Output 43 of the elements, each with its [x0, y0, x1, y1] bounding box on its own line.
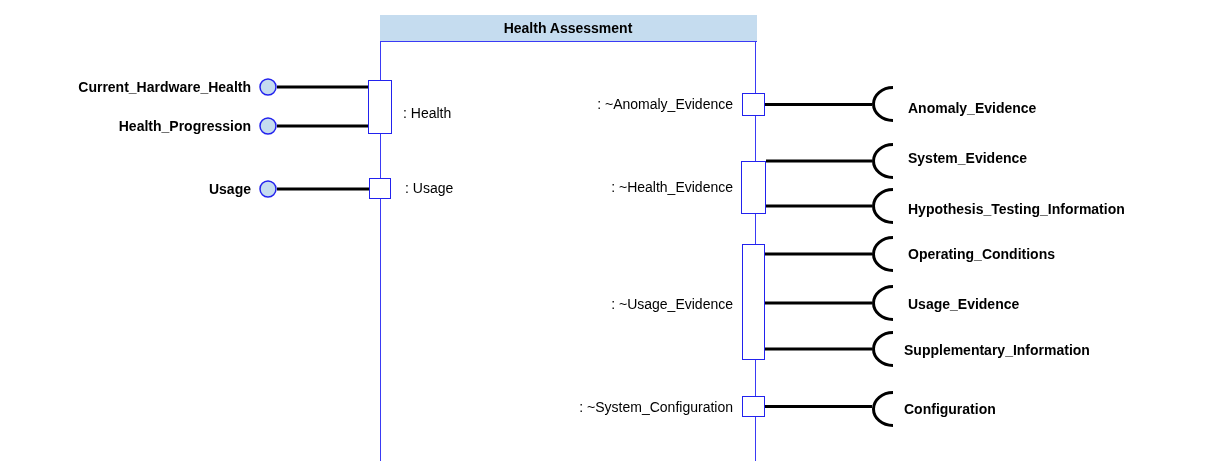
required-interface-socket [872, 331, 894, 367]
port-label: : Usage [405, 179, 454, 197]
port-box [369, 178, 391, 199]
required-interface-socket [872, 236, 894, 272]
required-interface-socket [872, 86, 894, 122]
interface-label: Supplementary_Information [904, 341, 1090, 359]
interface-label: Operating_Conditions [908, 245, 1055, 263]
interface-label: Usage [208, 180, 251, 198]
required-interface-socket [872, 143, 894, 179]
port-box [741, 161, 766, 214]
connector-line [277, 187, 369, 191]
connector-line [765, 103, 872, 106]
provided-interface-circle [259, 117, 277, 135]
required-interface-socket [872, 285, 894, 321]
required-interface-socket [872, 188, 894, 224]
provided-interface-circle [259, 180, 277, 198]
connector-line [277, 124, 368, 128]
port-box [742, 396, 765, 417]
interface-label: System_Evidence [908, 149, 1028, 167]
connector-line [765, 252, 872, 256]
provided-interface-circle [259, 78, 277, 96]
port-label: : ~Usage_Evidence [611, 295, 733, 313]
interface-label: Anomaly_Evidence [908, 99, 1037, 117]
port-label: : ~System_Configuration [579, 398, 733, 416]
port-label: : ~Health_Evidence [611, 178, 733, 196]
block-title: Health Assessment [379, 14, 757, 42]
connector-line [765, 301, 872, 305]
connector-line [766, 204, 872, 208]
connector-line [765, 347, 872, 351]
connector-line [766, 159, 872, 163]
port-box [742, 244, 765, 360]
interface-label: Current_Hardware_Health [78, 78, 251, 96]
port-label: : ~Anomaly_Evidence [597, 95, 733, 113]
port-box [368, 80, 392, 134]
connector-line [765, 405, 872, 408]
required-interface-socket [872, 391, 894, 427]
interface-label: Usage_Evidence [908, 295, 1020, 313]
interface-label: Health_Progression [118, 117, 251, 135]
connector-line [277, 85, 368, 89]
interface-label: Hypothesis_Testing_Information [908, 200, 1125, 218]
port-box [742, 93, 765, 116]
port-label: : Health [403, 104, 452, 122]
interface-label: Configuration [904, 400, 996, 418]
